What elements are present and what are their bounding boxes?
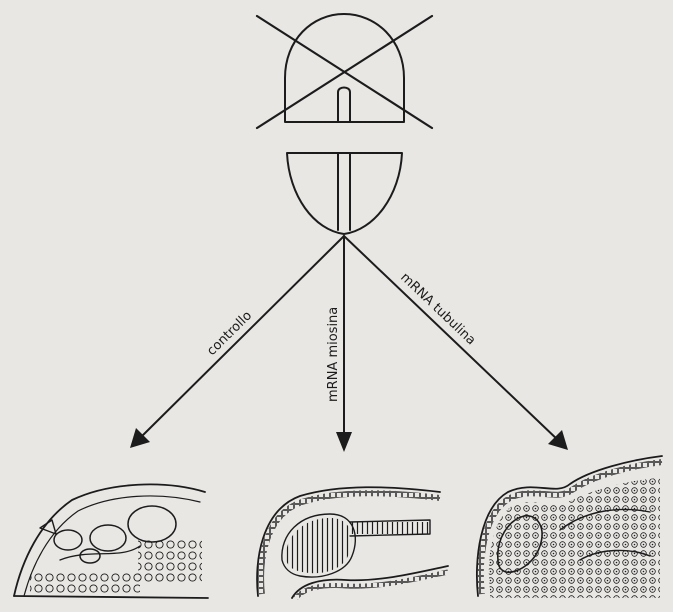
embryo-lower-half [287,153,402,234]
label-mrna-miosina: mRNA miosina [326,307,341,402]
tissue-section-tubulina [477,456,662,598]
label-mrna-tubulina: mRNA tubulina [397,270,478,348]
arrow-right [344,236,568,450]
tissue-section-control [14,484,208,598]
label-controllo: controllo [204,308,255,359]
cross-mark-icon [257,16,432,128]
tissue-section-miosina [257,487,448,598]
arrow-left [130,236,344,448]
embryo-upper-half [285,14,404,122]
